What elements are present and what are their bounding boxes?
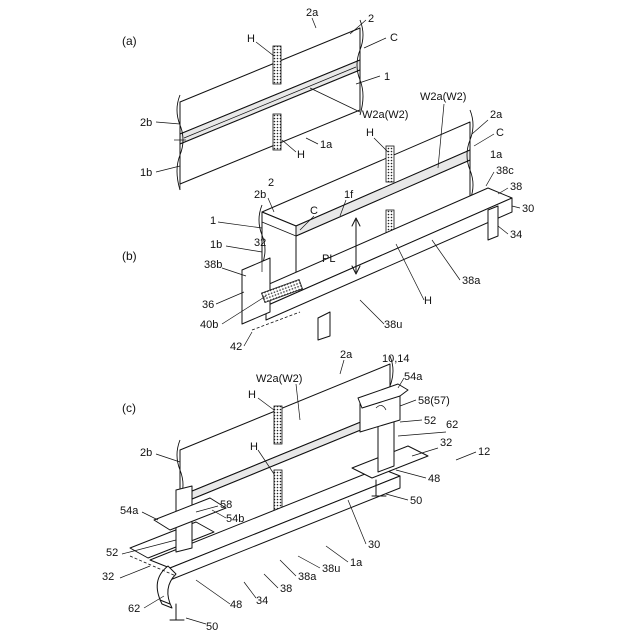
- label-c-62-left: 62: [128, 603, 140, 615]
- c-hatch-lower: [274, 470, 282, 510]
- label-b-1f: 1f: [344, 189, 354, 201]
- label-b-2a: 2a: [490, 109, 503, 121]
- label-c-52-left: 52: [106, 547, 118, 559]
- label-c-48-left: 48: [230, 599, 242, 611]
- label-c-w2a: W2a(W2): [256, 373, 302, 385]
- c-hatch-upper: [274, 406, 282, 444]
- panel-a: (a) 2a 2 C H 1 W2a(W2) 2b 1a H: [122, 7, 408, 190]
- label-b-1a: 1a: [490, 149, 503, 161]
- label-c-38u: 38u: [322, 563, 340, 575]
- label-c-10-14: 10,14: [382, 353, 410, 365]
- label-c-1a: 1a: [350, 557, 363, 569]
- label-b-2: 2: [268, 177, 274, 189]
- label-w2a: W2a(W2): [362, 109, 408, 121]
- label-b-1b: 1b: [210, 239, 222, 251]
- label-c-34: 34: [256, 595, 268, 607]
- label-b-38b: 38b: [204, 259, 222, 271]
- label-c-h-top: H: [248, 389, 256, 401]
- label-c-54a-right: 54a: [404, 371, 423, 383]
- hatch-region-h-lower: [273, 114, 281, 150]
- label-c-54a-left: 54a: [120, 505, 139, 517]
- label-b-1: 1: [210, 215, 216, 227]
- label-b-40b: 40b: [200, 319, 218, 331]
- label-b-38: 38: [510, 181, 522, 193]
- label-b-38c: 38c: [496, 165, 514, 177]
- label-b-c-right: C: [496, 127, 504, 139]
- label-b-38a: 38a: [462, 275, 481, 287]
- label-c-50-right: 50: [410, 495, 422, 507]
- label-c-50-left: 50: [206, 621, 218, 633]
- label-1a: 1a: [320, 139, 333, 151]
- label-c-52-right: 52: [424, 415, 436, 427]
- label-c-32-right: 32: [440, 437, 452, 449]
- panel-b-title: (b): [122, 249, 137, 263]
- rail-end-plate: [242, 258, 270, 324]
- label-c-h-mid: H: [250, 441, 258, 453]
- label-b-30: 30: [522, 203, 534, 215]
- label-c-2a: 2a: [340, 349, 353, 361]
- label-b-32: 32: [254, 237, 266, 249]
- label-c-12: 12: [478, 446, 490, 458]
- label-b-c-left: C: [310, 205, 318, 217]
- label-c-32-left: 32: [102, 571, 114, 583]
- label-h-top: H: [247, 33, 255, 45]
- label-1b: 1b: [140, 167, 152, 179]
- label-c-2b: 2b: [140, 447, 152, 459]
- label-c-38: 38: [280, 583, 292, 595]
- label-2: 2: [368, 13, 374, 25]
- label-b-w2a: W2a(W2): [420, 91, 466, 103]
- panel-c: (c) 2a 10,14 W2a(W2) 54: [102, 349, 490, 633]
- rail-leg-right: [488, 206, 498, 240]
- label-2b: 2b: [140, 117, 152, 129]
- label-c-38a: 38a: [298, 571, 317, 583]
- label-c-58-57: 58(57): [418, 395, 450, 407]
- rail-leg-left: [318, 312, 330, 340]
- label-2a: 2a: [306, 7, 319, 19]
- label-c-30: 30: [368, 539, 380, 551]
- label-1: 1: [384, 71, 390, 83]
- label-c-62-right: 62: [446, 419, 458, 431]
- label-b-2b: 2b: [254, 189, 266, 201]
- label-b-h-mid: H: [424, 295, 432, 307]
- label-c: C: [390, 32, 398, 44]
- label-h-bottom: H: [297, 149, 305, 161]
- panel-a-title: (a): [122, 34, 137, 48]
- label-c-58-left: 58: [220, 499, 232, 511]
- label-b-42: 42: [230, 341, 242, 353]
- label-c-48-right: 48: [428, 473, 440, 485]
- panel-c-title: (c): [122, 401, 136, 415]
- label-b-34: 34: [510, 229, 522, 241]
- label-b-36: 36: [202, 299, 214, 311]
- label-b-pl: PL: [322, 253, 335, 265]
- label-b-h-top: H: [366, 127, 374, 139]
- label-b-38u: 38u: [384, 319, 402, 331]
- label-c-54b: 54b: [226, 513, 244, 525]
- hatch-region-h-upper: [273, 46, 281, 84]
